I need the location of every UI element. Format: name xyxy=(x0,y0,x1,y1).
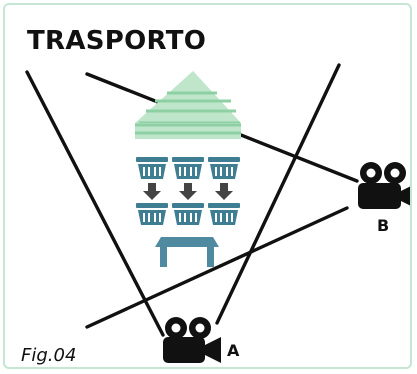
camera-a-left-sight-line xyxy=(25,70,165,337)
camera-a-label: A xyxy=(227,341,240,360)
crate-icon xyxy=(208,157,240,179)
pile-icon xyxy=(135,71,241,139)
camera-b-lower-sight-line xyxy=(85,206,349,329)
crate-icon xyxy=(208,203,240,225)
camera-b-label: B xyxy=(377,216,390,235)
figure-label: Fig.04 xyxy=(21,345,77,366)
crate-icon xyxy=(172,157,204,179)
diagram-title: TRASPORTO xyxy=(27,26,207,56)
down-arrows xyxy=(143,183,233,200)
figure-frame: TRASPORTO Fig.04 A B xyxy=(3,3,412,369)
crate-icon xyxy=(136,203,168,225)
arrow-down-icon xyxy=(143,183,161,200)
camera-a-icon xyxy=(163,317,221,363)
arrow-down-icon xyxy=(215,183,233,200)
arrow-down-icon xyxy=(179,183,197,200)
table-icon xyxy=(155,237,219,267)
crates-top-row xyxy=(136,157,240,179)
camera-b-icon xyxy=(358,162,410,209)
crate-icon xyxy=(136,157,168,179)
diagram-canvas xyxy=(25,63,410,363)
crates-bottom-row xyxy=(136,203,240,225)
camera-a-sight-lines xyxy=(25,63,341,337)
camera-a-right-sight-line xyxy=(215,63,341,325)
crate-icon xyxy=(172,203,204,225)
